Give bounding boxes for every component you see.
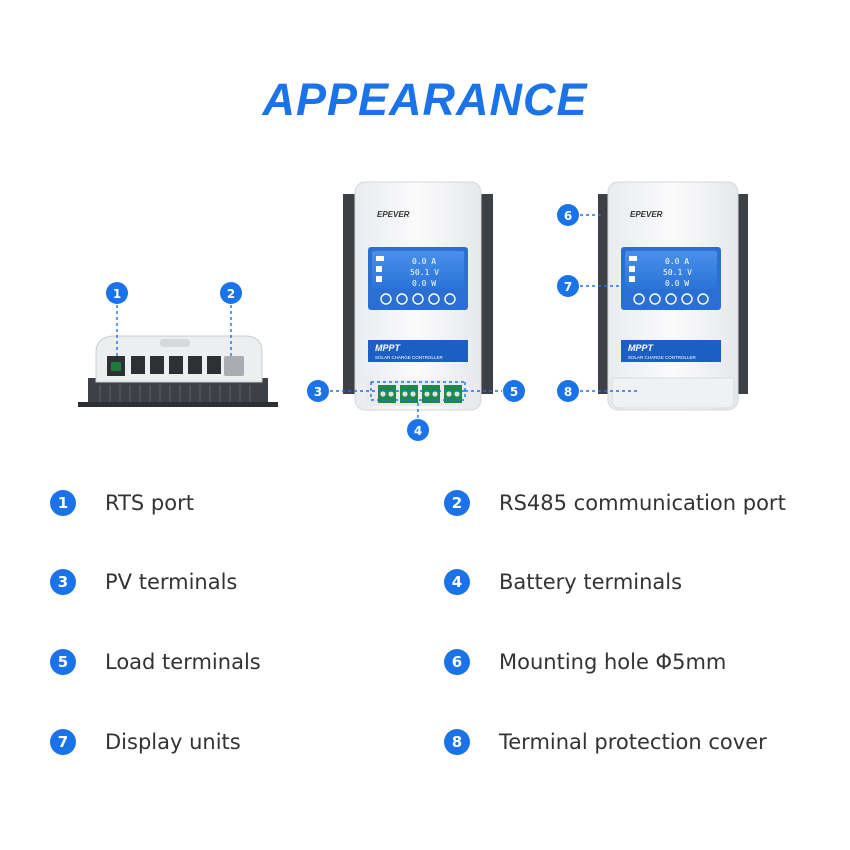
legend-number: 6 bbox=[444, 649, 470, 675]
lcd-screen bbox=[625, 251, 717, 289]
legend-item-load-terminals: 5 Load terminals bbox=[50, 647, 261, 677]
svg-text:7: 7 bbox=[564, 280, 572, 294]
legend-number: 1 bbox=[50, 490, 76, 516]
lcd-buttons bbox=[380, 293, 456, 305]
legend-label: PV terminals bbox=[105, 570, 238, 594]
side-base bbox=[78, 402, 278, 407]
controller-diagram: EPEVER 0.0 A 50.1 V 0.0 W MPPT SOLAR CHA… bbox=[78, 181, 748, 441]
legend-label: RTS port bbox=[105, 491, 194, 515]
legend-label: Battery terminals bbox=[499, 570, 683, 594]
callout-4: 4 bbox=[407, 419, 429, 441]
mount-bracket-right bbox=[479, 194, 493, 394]
svg-text:0.0 W: 0.0 W bbox=[665, 279, 689, 288]
callout-6: 6 bbox=[557, 204, 579, 226]
callout-8: 8 bbox=[557, 380, 579, 402]
front-view-1: EPEVER 0.0 A 50.1 V 0.0 W MPPT SOLAR CHA… bbox=[343, 181, 493, 411]
callout-badges: 1 2 3 4 5 6 7 8 bbox=[106, 204, 579, 441]
legend-number: 8 bbox=[444, 729, 470, 755]
mount-bracket-left bbox=[343, 194, 357, 394]
legend-number: 5 bbox=[50, 649, 76, 675]
legend-item-terminal-cover: 8 Terminal protection cover bbox=[444, 727, 767, 757]
brand-logo: EPEVER bbox=[630, 210, 663, 219]
svg-text:8: 8 bbox=[564, 385, 572, 399]
svg-text:0.0 A: 0.0 A bbox=[665, 257, 689, 266]
svg-text:50.1 V: 50.1 V bbox=[410, 268, 439, 277]
legend-label: Terminal protection cover bbox=[499, 730, 767, 754]
svg-text:0.0 A: 0.0 A bbox=[412, 257, 436, 266]
svg-text:MPPT: MPPT bbox=[628, 343, 655, 353]
callout-5: 5 bbox=[503, 380, 525, 402]
callout-7: 7 bbox=[557, 275, 579, 297]
callout-2: 2 bbox=[220, 282, 242, 304]
svg-text:SOLAR CHARGE CONTROLLER: SOLAR CHARGE CONTROLLER bbox=[375, 355, 444, 360]
svg-text:0.0 W: 0.0 W bbox=[412, 279, 436, 288]
mppt-panel bbox=[368, 340, 468, 362]
svg-text:SOLAR CHARGE CONTROLLER: SOLAR CHARGE CONTROLLER bbox=[628, 355, 697, 360]
legend-item-mounting-hole: 6 Mounting hole Φ5mm bbox=[444, 647, 726, 677]
legend-item-display-units: 7 Display units bbox=[50, 727, 241, 757]
svg-text:3: 3 bbox=[314, 385, 322, 399]
legend-item-battery-terminals: 4 Battery terminals bbox=[444, 567, 682, 597]
callout-1: 1 bbox=[106, 282, 128, 304]
side-view bbox=[78, 335, 278, 407]
svg-text:5: 5 bbox=[510, 385, 518, 399]
legend-item-rs485-port: 2 RS485 communication port bbox=[444, 488, 786, 518]
legend-label: Load terminals bbox=[105, 650, 261, 674]
legend-number: 7 bbox=[50, 729, 76, 755]
svg-text:6: 6 bbox=[564, 209, 572, 223]
legend-number: 2 bbox=[444, 490, 470, 516]
svg-text:4: 4 bbox=[414, 424, 422, 438]
svg-text:1: 1 bbox=[113, 287, 121, 301]
svg-text:MPPT: MPPT bbox=[375, 343, 402, 353]
callout-leaders bbox=[116, 214, 638, 418]
legend-label: RS485 communication port bbox=[499, 491, 786, 515]
legend-number: 3 bbox=[50, 569, 76, 595]
legend-item-rts-port: 1 RTS port bbox=[50, 488, 194, 518]
callout-3: 3 bbox=[307, 380, 329, 402]
legend-label: Mounting hole Φ5mm bbox=[499, 650, 727, 674]
side-heatsink bbox=[88, 378, 268, 406]
svg-text:2: 2 bbox=[227, 287, 235, 301]
lcd-buttons bbox=[633, 293, 709, 305]
page-title: APPEARANCE bbox=[262, 74, 588, 125]
terminal-cover bbox=[611, 377, 735, 409]
rs485-port bbox=[224, 356, 244, 376]
lcd-screen bbox=[372, 251, 464, 289]
brand-logo: EPEVER bbox=[377, 210, 410, 219]
front-view-2: EPEVER 0.0 A 50.1 V 0.0 W MPPT SOLAR CHA… bbox=[598, 181, 748, 411]
legend-item-pv-terminals: 3 PV terminals bbox=[50, 567, 237, 597]
heatsink-fins bbox=[99, 385, 251, 402]
legend-number: 4 bbox=[444, 569, 470, 595]
svg-text:50.1 V: 50.1 V bbox=[663, 268, 692, 277]
legend-label: Display units bbox=[105, 730, 241, 754]
mppt-panel bbox=[621, 340, 721, 362]
